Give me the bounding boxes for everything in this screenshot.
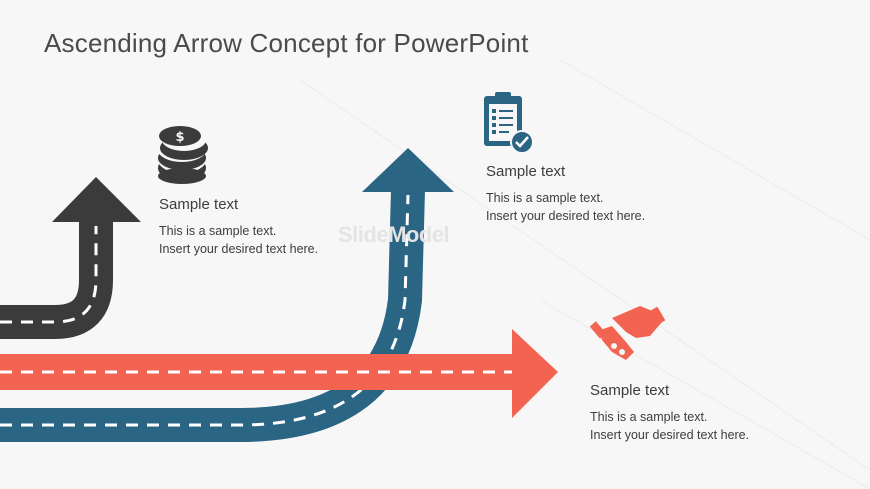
red-arrow-head: [512, 329, 558, 418]
item-body-1: This is a sample text. Insert your desir…: [159, 222, 318, 258]
slide-title: Ascending Arrow Concept for PowerPoint: [44, 28, 529, 58]
dark-arrow-head: [52, 177, 141, 222]
blue-road-dashes: [0, 194, 410, 427]
item-body-2: This is a sample text. Insert your desir…: [486, 189, 645, 225]
clipboard-checklist-icon: [484, 92, 534, 154]
dark-road-dashes: [0, 226, 98, 324]
background-lines: [299, 59, 870, 489]
coins-icon: $: [158, 126, 208, 184]
item-body-1-line2: Insert your desired text here.: [159, 242, 319, 256]
svg-text:$: $: [175, 130, 184, 145]
blue-road-arrow: [0, 148, 454, 442]
item-body-3-line1: This is a sample text.: [590, 410, 708, 424]
item-heading-3: Sample text: [590, 382, 670, 399]
item-body-3: This is a sample text. Insert your desir…: [590, 408, 749, 444]
dark-road-body: [0, 222, 113, 339]
dark-road-arrow: [0, 177, 141, 339]
item-body-1-line1: This is a sample text.: [159, 224, 277, 238]
blue-arrow-head: [362, 148, 454, 192]
item-heading-2: Sample text: [486, 163, 566, 180]
red-road-arrow: [0, 329, 558, 418]
item-heading-1: Sample text: [159, 196, 239, 213]
item-body-2-line2: Insert your desired text here.: [486, 209, 646, 223]
item-body-2-line1: This is a sample text.: [486, 191, 604, 205]
item-body-3-line2: Insert your desired text here.: [590, 428, 750, 442]
handshake-icon: [589, 306, 666, 360]
watermark-logo: SlideModel: [338, 222, 450, 247]
